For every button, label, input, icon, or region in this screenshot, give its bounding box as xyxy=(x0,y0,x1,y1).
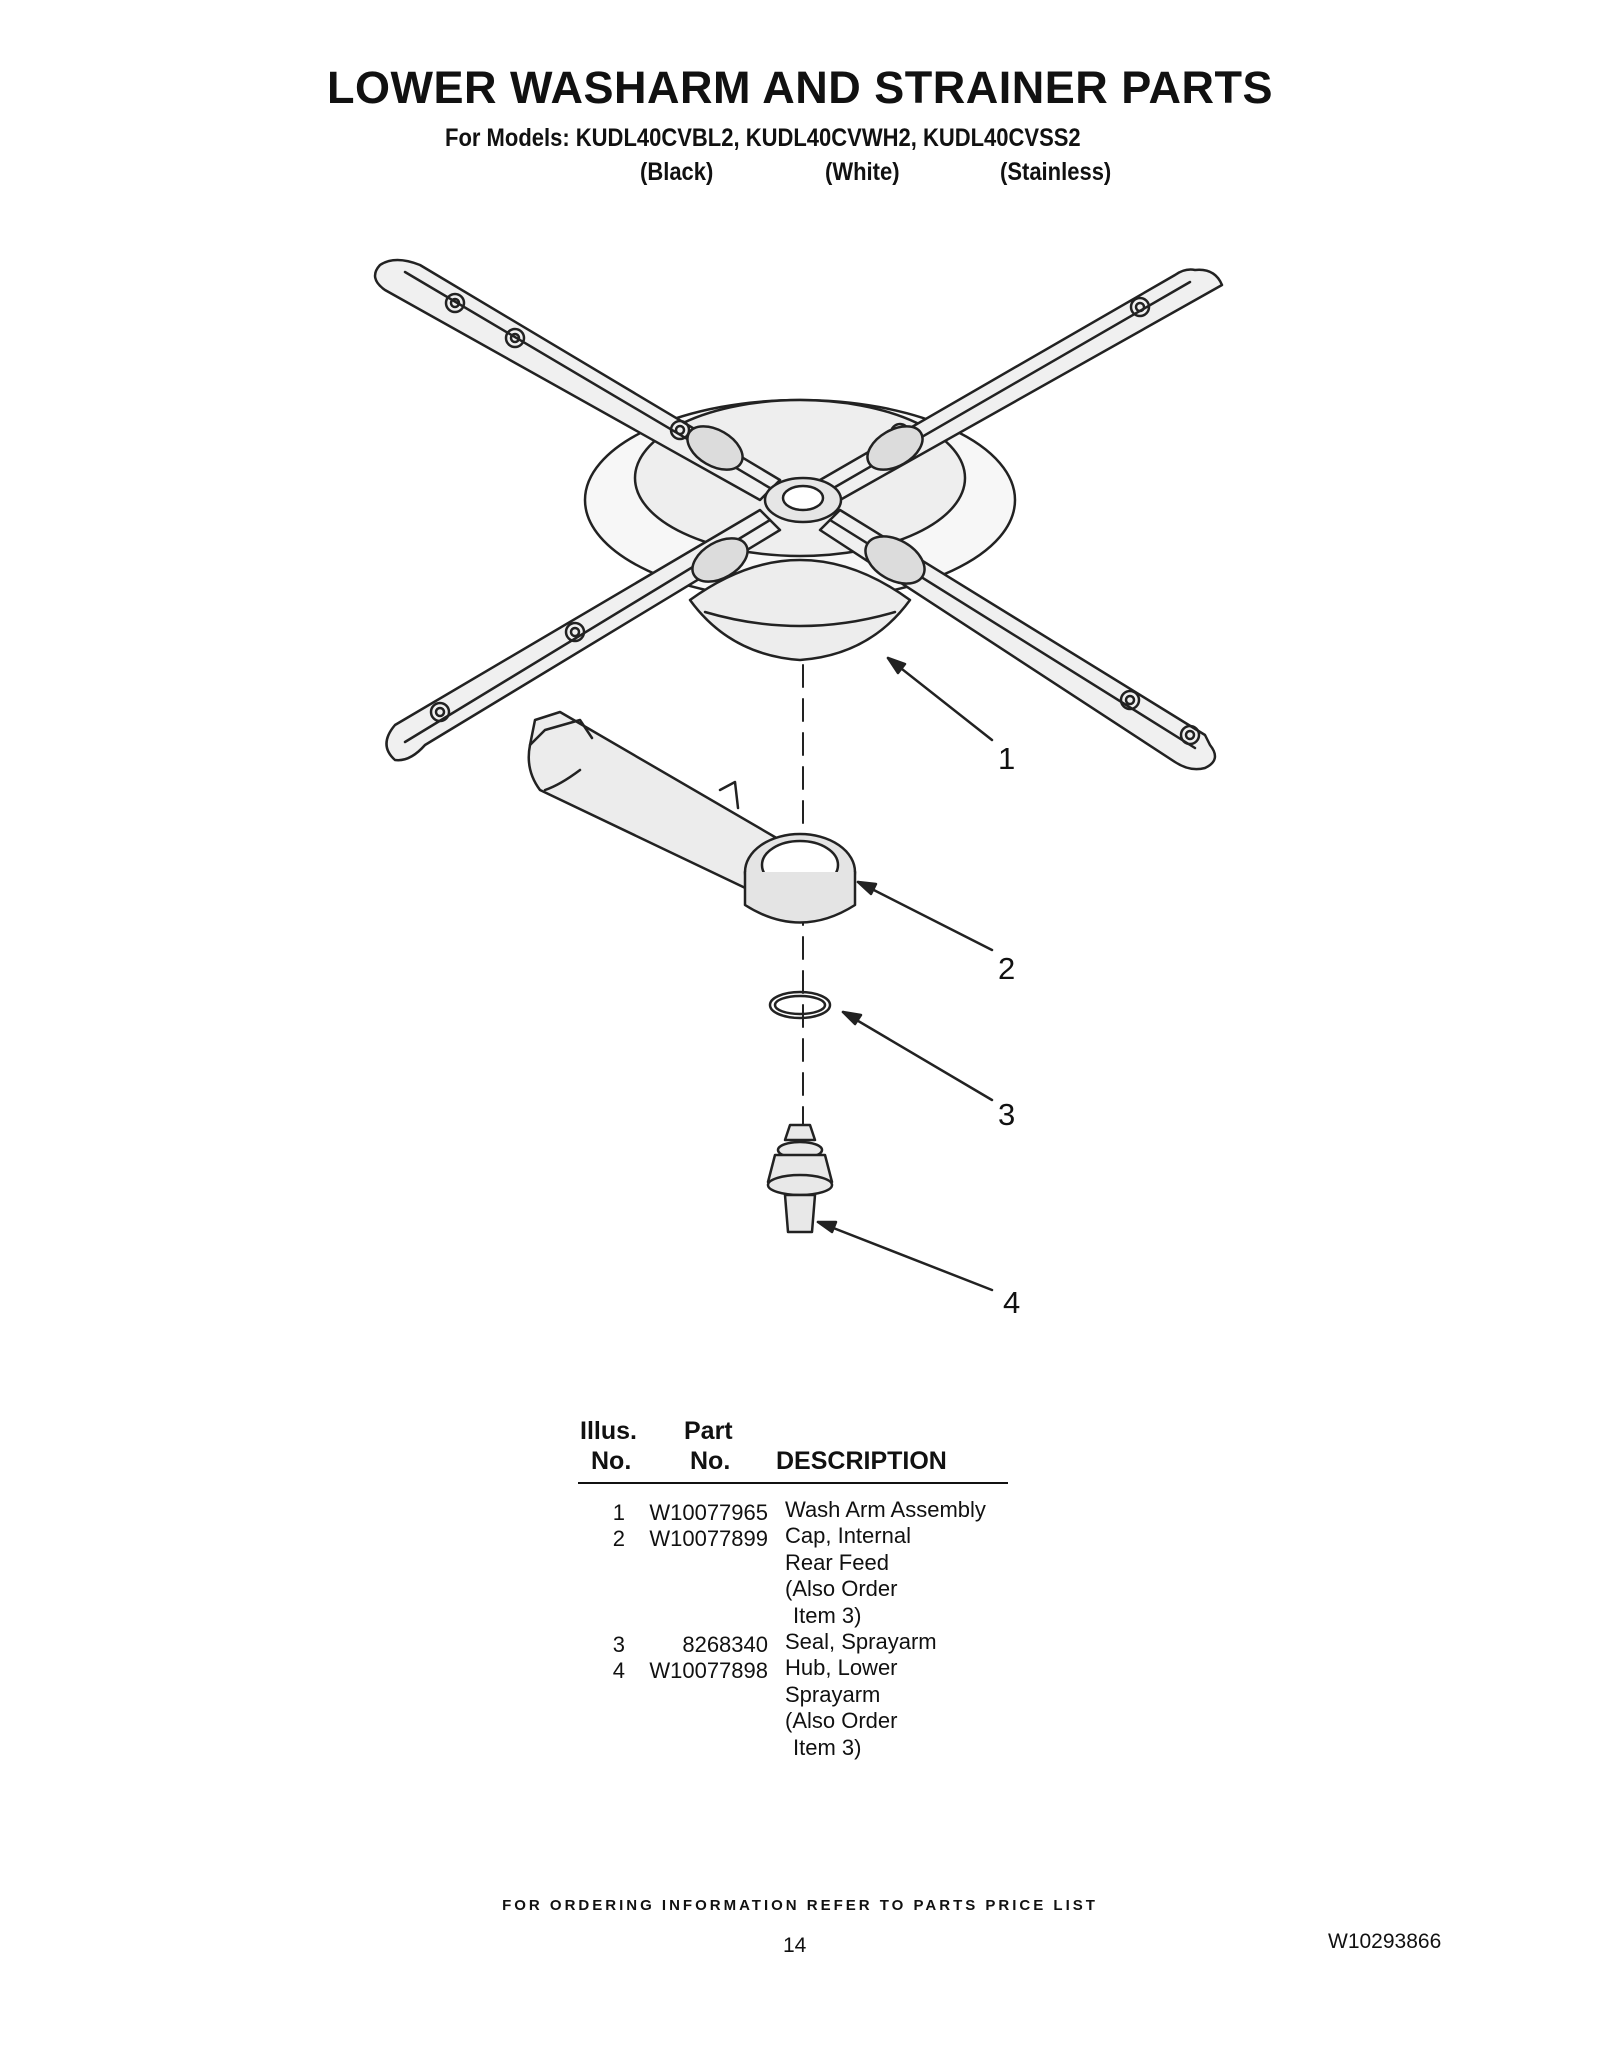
row-4-part-number: W10077898 xyxy=(649,1658,768,1683)
ordering-note: FOR ORDERING INFORMATION REFER TO PARTS … xyxy=(502,1897,1098,1914)
callout-leader-1 xyxy=(886,656,994,742)
header-illus-line2: No. xyxy=(591,1447,632,1475)
row-1-part-number: W10077965 xyxy=(649,1500,768,1525)
row-4-description: Hub, Lower Sprayarm (Also Order Item 3) xyxy=(785,1655,898,1761)
lower-sprayarm-hub xyxy=(766,1123,834,1234)
row-2-desc-line-3: (Also Order xyxy=(785,1576,898,1601)
row-3-desc-line-1: Seal, Sprayarm xyxy=(785,1629,937,1654)
row-2-desc-line-4: Item 3) xyxy=(793,1602,862,1628)
models-line: For Models: KUDL40CVBL2, KUDL40CVWH2, KU… xyxy=(445,124,1081,152)
callout-label-4: 4 xyxy=(1003,1285,1021,1320)
row-4-desc-line-4: Item 3) xyxy=(793,1734,862,1760)
variant-white: (White) xyxy=(825,158,900,186)
callout-leader-3 xyxy=(841,1010,994,1102)
header-description: DESCRIPTION xyxy=(776,1447,947,1475)
row-2-desc-line-2: Rear Feed xyxy=(785,1549,889,1575)
callout-label-2: 2 xyxy=(998,951,1016,986)
row-1-desc-line-1: Wash Arm Assembly xyxy=(785,1497,986,1522)
row-4-illus: 4 xyxy=(612,1658,625,1683)
row-3-description: Seal, Sprayarm xyxy=(785,1629,937,1656)
row-2-illus: 2 xyxy=(612,1526,625,1551)
callout-leader-4 xyxy=(816,1220,994,1292)
arm-couplings xyxy=(686,425,926,585)
page-title: LOWER WASHARM AND STRAINER PARTS xyxy=(327,62,1273,113)
table-header-rule xyxy=(578,1482,1008,1484)
internal-cap-rear-feed xyxy=(527,710,857,924)
callout-label-1: 1 xyxy=(998,741,1016,776)
header-part-line1: Part xyxy=(684,1417,733,1445)
row-4-desc-line-1: Hub, Lower xyxy=(785,1655,898,1680)
row-2-desc-line-1: Cap, Internal xyxy=(785,1523,911,1548)
row-4-desc-line-3: (Also Order xyxy=(785,1708,898,1733)
header-part-line2: No. xyxy=(690,1447,731,1475)
row-4-desc-line-2: Sprayarm xyxy=(785,1681,881,1707)
callout-leader-2 xyxy=(856,880,994,952)
row-3-illus: 3 xyxy=(612,1632,625,1657)
row-3-part-number: 8268340 xyxy=(682,1632,768,1657)
page-number: 14 xyxy=(783,1934,807,1957)
wash-arm-hub xyxy=(763,476,843,524)
exploded-parts-diagram xyxy=(373,258,1224,1292)
sprayarm-seal xyxy=(768,990,832,1020)
header-illus-line1: Illus. xyxy=(580,1417,637,1445)
row-1-description: Wash Arm Assembly xyxy=(785,1497,986,1524)
variant-black: (Black) xyxy=(640,158,714,186)
row-1-illus: 1 xyxy=(612,1500,625,1525)
variant-stainless: (Stainless) xyxy=(1000,158,1112,186)
row-2-description: Cap, Internal Rear Feed (Also Order Item… xyxy=(785,1523,911,1629)
callout-label-3: 3 xyxy=(998,1097,1016,1132)
document-number: W10293866 xyxy=(1328,1930,1442,1953)
row-2-part-number: W10077899 xyxy=(649,1526,768,1551)
